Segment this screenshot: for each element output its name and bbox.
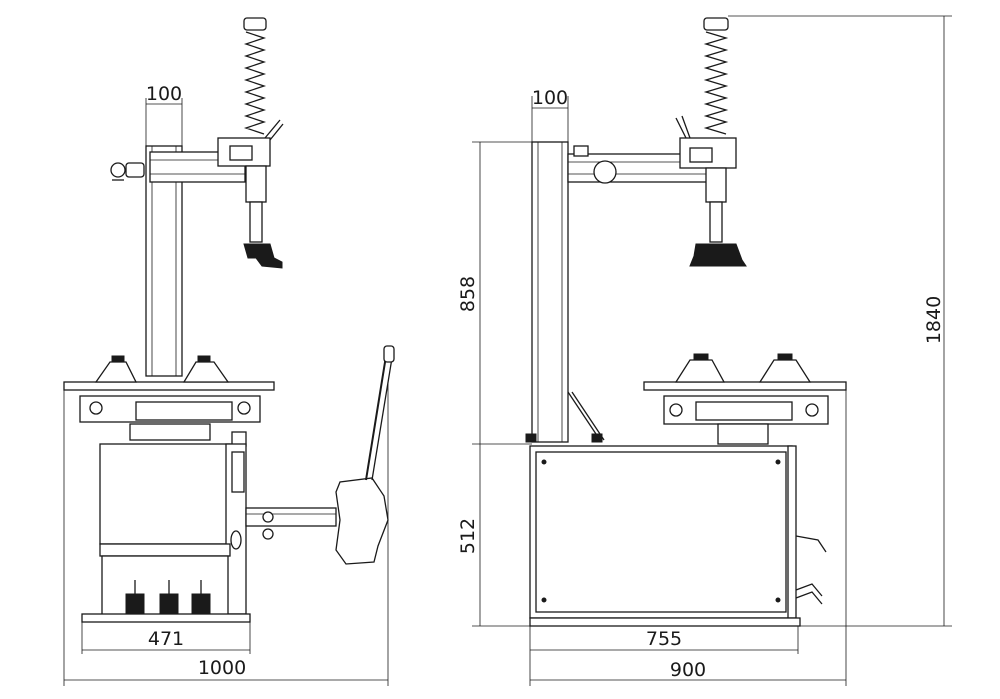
side-column	[531, 141, 569, 443]
side-table-top	[643, 381, 847, 391]
front-base-plate	[81, 613, 251, 623]
front-shaft-cap	[243, 17, 267, 31]
side-column-height-label: 858	[457, 276, 479, 312]
side-column-brace	[567, 391, 601, 441]
front-bead-breaker-blade	[335, 477, 389, 565]
side-lock-knob	[593, 160, 617, 184]
side-view-dimensions: 100 858 512 755 900 1840	[457, 15, 952, 686]
front-column-width-label: 100	[146, 83, 182, 105]
front-overall-width-label: 1000	[198, 657, 246, 679]
side-pedal-lever	[795, 535, 827, 553]
side-shaft-spring	[703, 31, 729, 135]
side-vertical-shaft	[705, 167, 727, 203]
front-cabinet-width-label: 471	[148, 628, 184, 650]
side-cabinet-height-label: 512	[457, 518, 479, 554]
side-overall-height-label: 1840	[923, 296, 945, 344]
front-cabinet-upper	[99, 443, 231, 545]
side-overall-width-label: 900	[670, 659, 706, 681]
side-cabinet-width-label: 755	[646, 628, 682, 650]
front-bead-breaker-arm	[245, 507, 337, 527]
side-column-width-label: 100	[532, 87, 568, 109]
front-vertical-shaft	[245, 165, 267, 203]
front-mount-head	[243, 243, 283, 269]
front-view-dimensions: 100 471 1000	[63, 83, 389, 686]
side-shaft-cap	[703, 17, 729, 31]
side-arm-head	[679, 137, 737, 169]
side-base-plate	[529, 617, 801, 627]
front-view	[63, 17, 395, 623]
side-view	[525, 17, 847, 627]
side-pedal	[795, 583, 823, 597]
front-table-top	[63, 381, 275, 391]
front-shaft-spring	[243, 31, 267, 135]
front-bead-breaker-lever	[365, 355, 387, 481]
front-lock-knob	[110, 162, 126, 178]
side-mount-head	[689, 243, 747, 267]
front-cabinet-band	[99, 543, 231, 557]
front-foot-pedals	[125, 580, 211, 615]
